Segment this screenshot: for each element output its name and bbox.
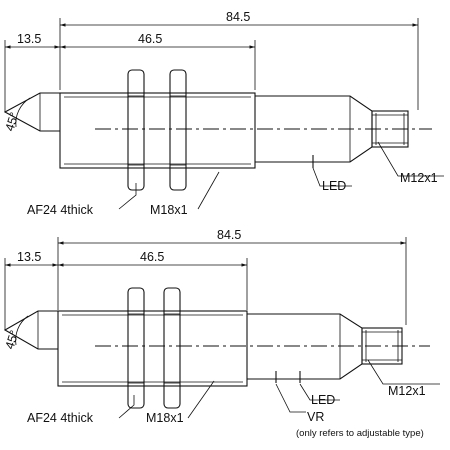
angle-label: 45°	[3, 111, 22, 133]
leader-vr	[275, 383, 306, 413]
leader-af	[118, 183, 137, 210]
leader-af	[118, 395, 135, 419]
threaded-body	[57, 310, 248, 387]
leader-led	[299, 383, 340, 401]
label-af: AF24 4thick	[27, 203, 94, 217]
dimension-mid: 46.5	[140, 250, 164, 264]
label-thread: M18x1	[150, 203, 188, 217]
lock-nut	[169, 69, 187, 191]
label-vr: VR	[307, 410, 324, 424]
leader-connector	[367, 359, 440, 385]
lock-nut	[127, 69, 145, 191]
label-connector: M12x1	[388, 384, 426, 398]
threaded-body	[59, 92, 256, 169]
angle-arc	[15, 315, 29, 346]
lock-nut	[163, 287, 181, 409]
dimension-left: 13.5	[17, 32, 41, 46]
label-vr-note: (only refers to adjustable type)	[296, 428, 424, 439]
label-led: LED	[322, 179, 346, 193]
label-thread: M18x1	[146, 411, 184, 425]
drawing-bottom: 84.5 13.5 46.5 45°	[3, 228, 440, 439]
leader-thread	[187, 380, 215, 419]
leader-connector	[377, 141, 444, 177]
angle-arc	[15, 97, 31, 128]
label-af: AF24 4thick	[27, 411, 94, 425]
rear-housing	[247, 313, 363, 380]
leader-led	[312, 167, 352, 187]
label-connector: M12x1	[400, 171, 438, 185]
leader-thread	[197, 171, 220, 210]
label-led: LED	[311, 393, 335, 407]
chamfer-tip	[3, 92, 60, 132]
dimension-total: 84.5	[217, 228, 241, 242]
lock-nut	[127, 287, 145, 409]
dimension-total: 84.5	[226, 10, 250, 24]
chamfer-tip	[3, 310, 58, 350]
dimension-mid: 46.5	[138, 32, 162, 46]
angle-label: 45°	[3, 329, 22, 351]
dimension-left: 13.5	[17, 250, 41, 264]
drawing-top: 84.5 13.5 46.5 45°	[3, 10, 444, 217]
